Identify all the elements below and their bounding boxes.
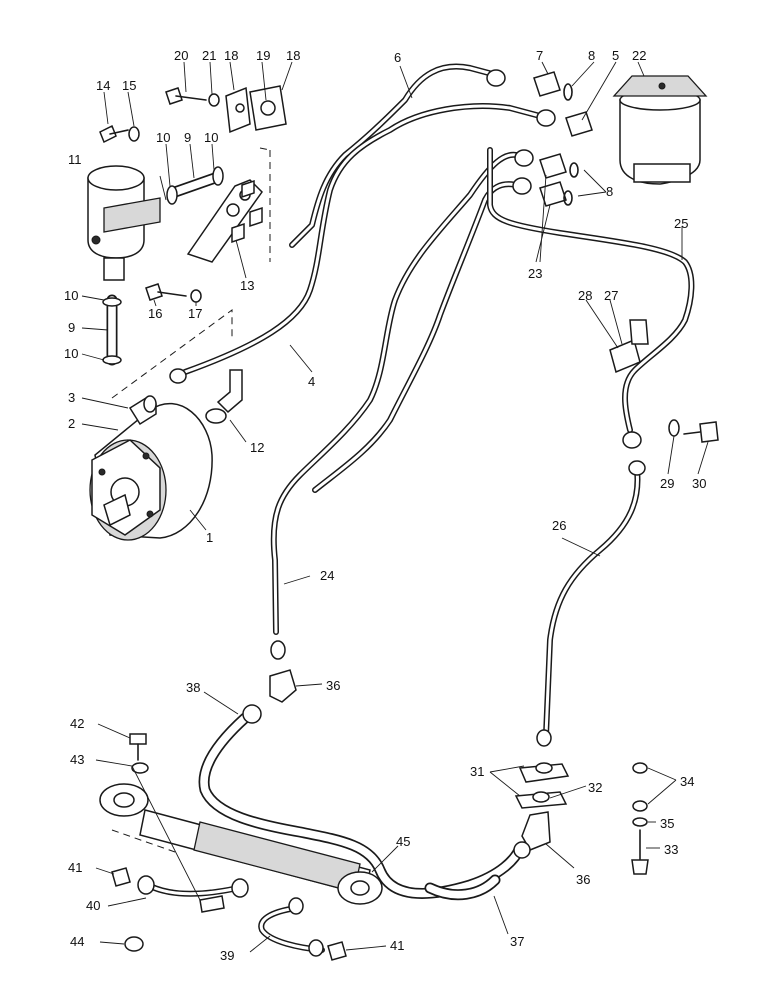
callout-43: 43 bbox=[70, 752, 84, 767]
callout-26: 26 bbox=[552, 518, 566, 533]
callout-33: 33 bbox=[664, 842, 678, 857]
callout-40: 40 bbox=[86, 898, 100, 913]
callout-41-left: 41 bbox=[68, 860, 82, 875]
bolts-and-washers bbox=[99, 87, 220, 303]
bolt-42-43-44 bbox=[124, 733, 149, 952]
steering-control-unit-22 bbox=[612, 75, 708, 185]
pipe-6 bbox=[182, 63, 543, 375]
callout-6: 6 bbox=[394, 50, 401, 65]
callout-20: 20 bbox=[174, 48, 188, 63]
hydraulic-pump-1 bbox=[89, 403, 213, 541]
bracket-13 bbox=[186, 179, 263, 263]
callout-13: 13 bbox=[240, 278, 254, 293]
callout-36-lower: 36 bbox=[576, 872, 590, 887]
nut-hose-38 bbox=[242, 704, 262, 724]
hose-9 bbox=[106, 172, 221, 366]
callout-34: 34 bbox=[680, 774, 694, 789]
steering-cylinder-45 bbox=[99, 783, 383, 905]
callout-19: 19 bbox=[256, 48, 270, 63]
union-12 bbox=[205, 369, 243, 424]
nut-pipe-26 bbox=[628, 460, 646, 476]
callout-17: 17 bbox=[188, 306, 202, 321]
callout-28: 28 bbox=[578, 288, 592, 303]
callout-44: 44 bbox=[70, 934, 84, 949]
callout-8-upper: 8 bbox=[588, 48, 595, 63]
elbow-3 bbox=[128, 395, 157, 426]
callout-11: 11 bbox=[68, 152, 82, 167]
clamp-18-19 bbox=[225, 85, 287, 134]
callout-5: 5 bbox=[612, 48, 619, 63]
small-pipes-39-40 bbox=[111, 867, 347, 961]
callout-35: 35 bbox=[660, 816, 674, 831]
callout-7: 7 bbox=[536, 48, 543, 63]
elbow-36-lower bbox=[521, 811, 551, 851]
callout-2: 2 bbox=[68, 416, 75, 431]
callout-numbers: 1 2 3 4 5 6 7 8 8 9 9 10 10 10 10 11 12 … bbox=[64, 48, 706, 963]
callout-12: 12 bbox=[250, 440, 264, 455]
callout-41-right: 41 bbox=[390, 938, 404, 953]
callout-25: 25 bbox=[674, 216, 688, 231]
callout-38: 38 bbox=[186, 680, 200, 695]
callout-10-d: 10 bbox=[64, 346, 78, 361]
callout-15: 15 bbox=[122, 78, 136, 93]
nut-hose-37 bbox=[513, 841, 531, 859]
nut-pipe-4 bbox=[169, 368, 187, 384]
callout-39: 39 bbox=[220, 948, 234, 963]
hose-38 bbox=[198, 712, 526, 899]
bolt-29-30 bbox=[668, 419, 719, 443]
callout-18-left: 18 bbox=[224, 48, 238, 63]
callout-10-b: 10 bbox=[204, 130, 218, 145]
alignment-dashes bbox=[111, 147, 271, 853]
hose-clips-10 bbox=[102, 166, 224, 365]
callout-3: 3 bbox=[68, 390, 75, 405]
callout-9-lower: 9 bbox=[68, 320, 75, 335]
flange-31-32 bbox=[514, 729, 570, 809]
callout-23: 23 bbox=[528, 266, 542, 281]
pipe-26 bbox=[543, 467, 641, 738]
callout-9-upper: 9 bbox=[184, 130, 191, 145]
callout-30: 30 bbox=[692, 476, 706, 491]
adaptors-5-7-23 bbox=[486, 69, 593, 207]
callout-18-right: 18 bbox=[286, 48, 300, 63]
callout-21: 21 bbox=[202, 48, 216, 63]
pipe-25 bbox=[487, 147, 695, 433]
callout-10-a: 10 bbox=[156, 130, 170, 145]
callout-22: 22 bbox=[632, 48, 646, 63]
oil-reservoir-11 bbox=[87, 165, 167, 281]
callout-42: 42 bbox=[70, 716, 84, 731]
callout-24: 24 bbox=[320, 568, 334, 583]
pipe-24 bbox=[270, 151, 523, 635]
leader-lines bbox=[81, 61, 709, 953]
hose-37 bbox=[424, 874, 501, 901]
callout-45: 45 bbox=[396, 834, 410, 849]
callout-16: 16 bbox=[148, 306, 162, 321]
callout-14: 14 bbox=[96, 78, 110, 93]
callout-31: 31 bbox=[470, 764, 484, 779]
callout-4: 4 bbox=[308, 374, 315, 389]
callout-10-c: 10 bbox=[64, 288, 78, 303]
callout-8-lower: 8 bbox=[606, 184, 613, 199]
elbow-36-upper bbox=[269, 640, 297, 703]
callout-29: 29 bbox=[660, 476, 674, 491]
bolt-33-34-35 bbox=[631, 762, 649, 875]
callout-37: 37 bbox=[510, 934, 524, 949]
callout-36-upper: 36 bbox=[326, 678, 340, 693]
callout-1: 1 bbox=[206, 530, 213, 545]
callout-27: 27 bbox=[604, 288, 618, 303]
callout-32: 32 bbox=[588, 780, 602, 795]
nut-pipe-25 bbox=[622, 431, 642, 449]
